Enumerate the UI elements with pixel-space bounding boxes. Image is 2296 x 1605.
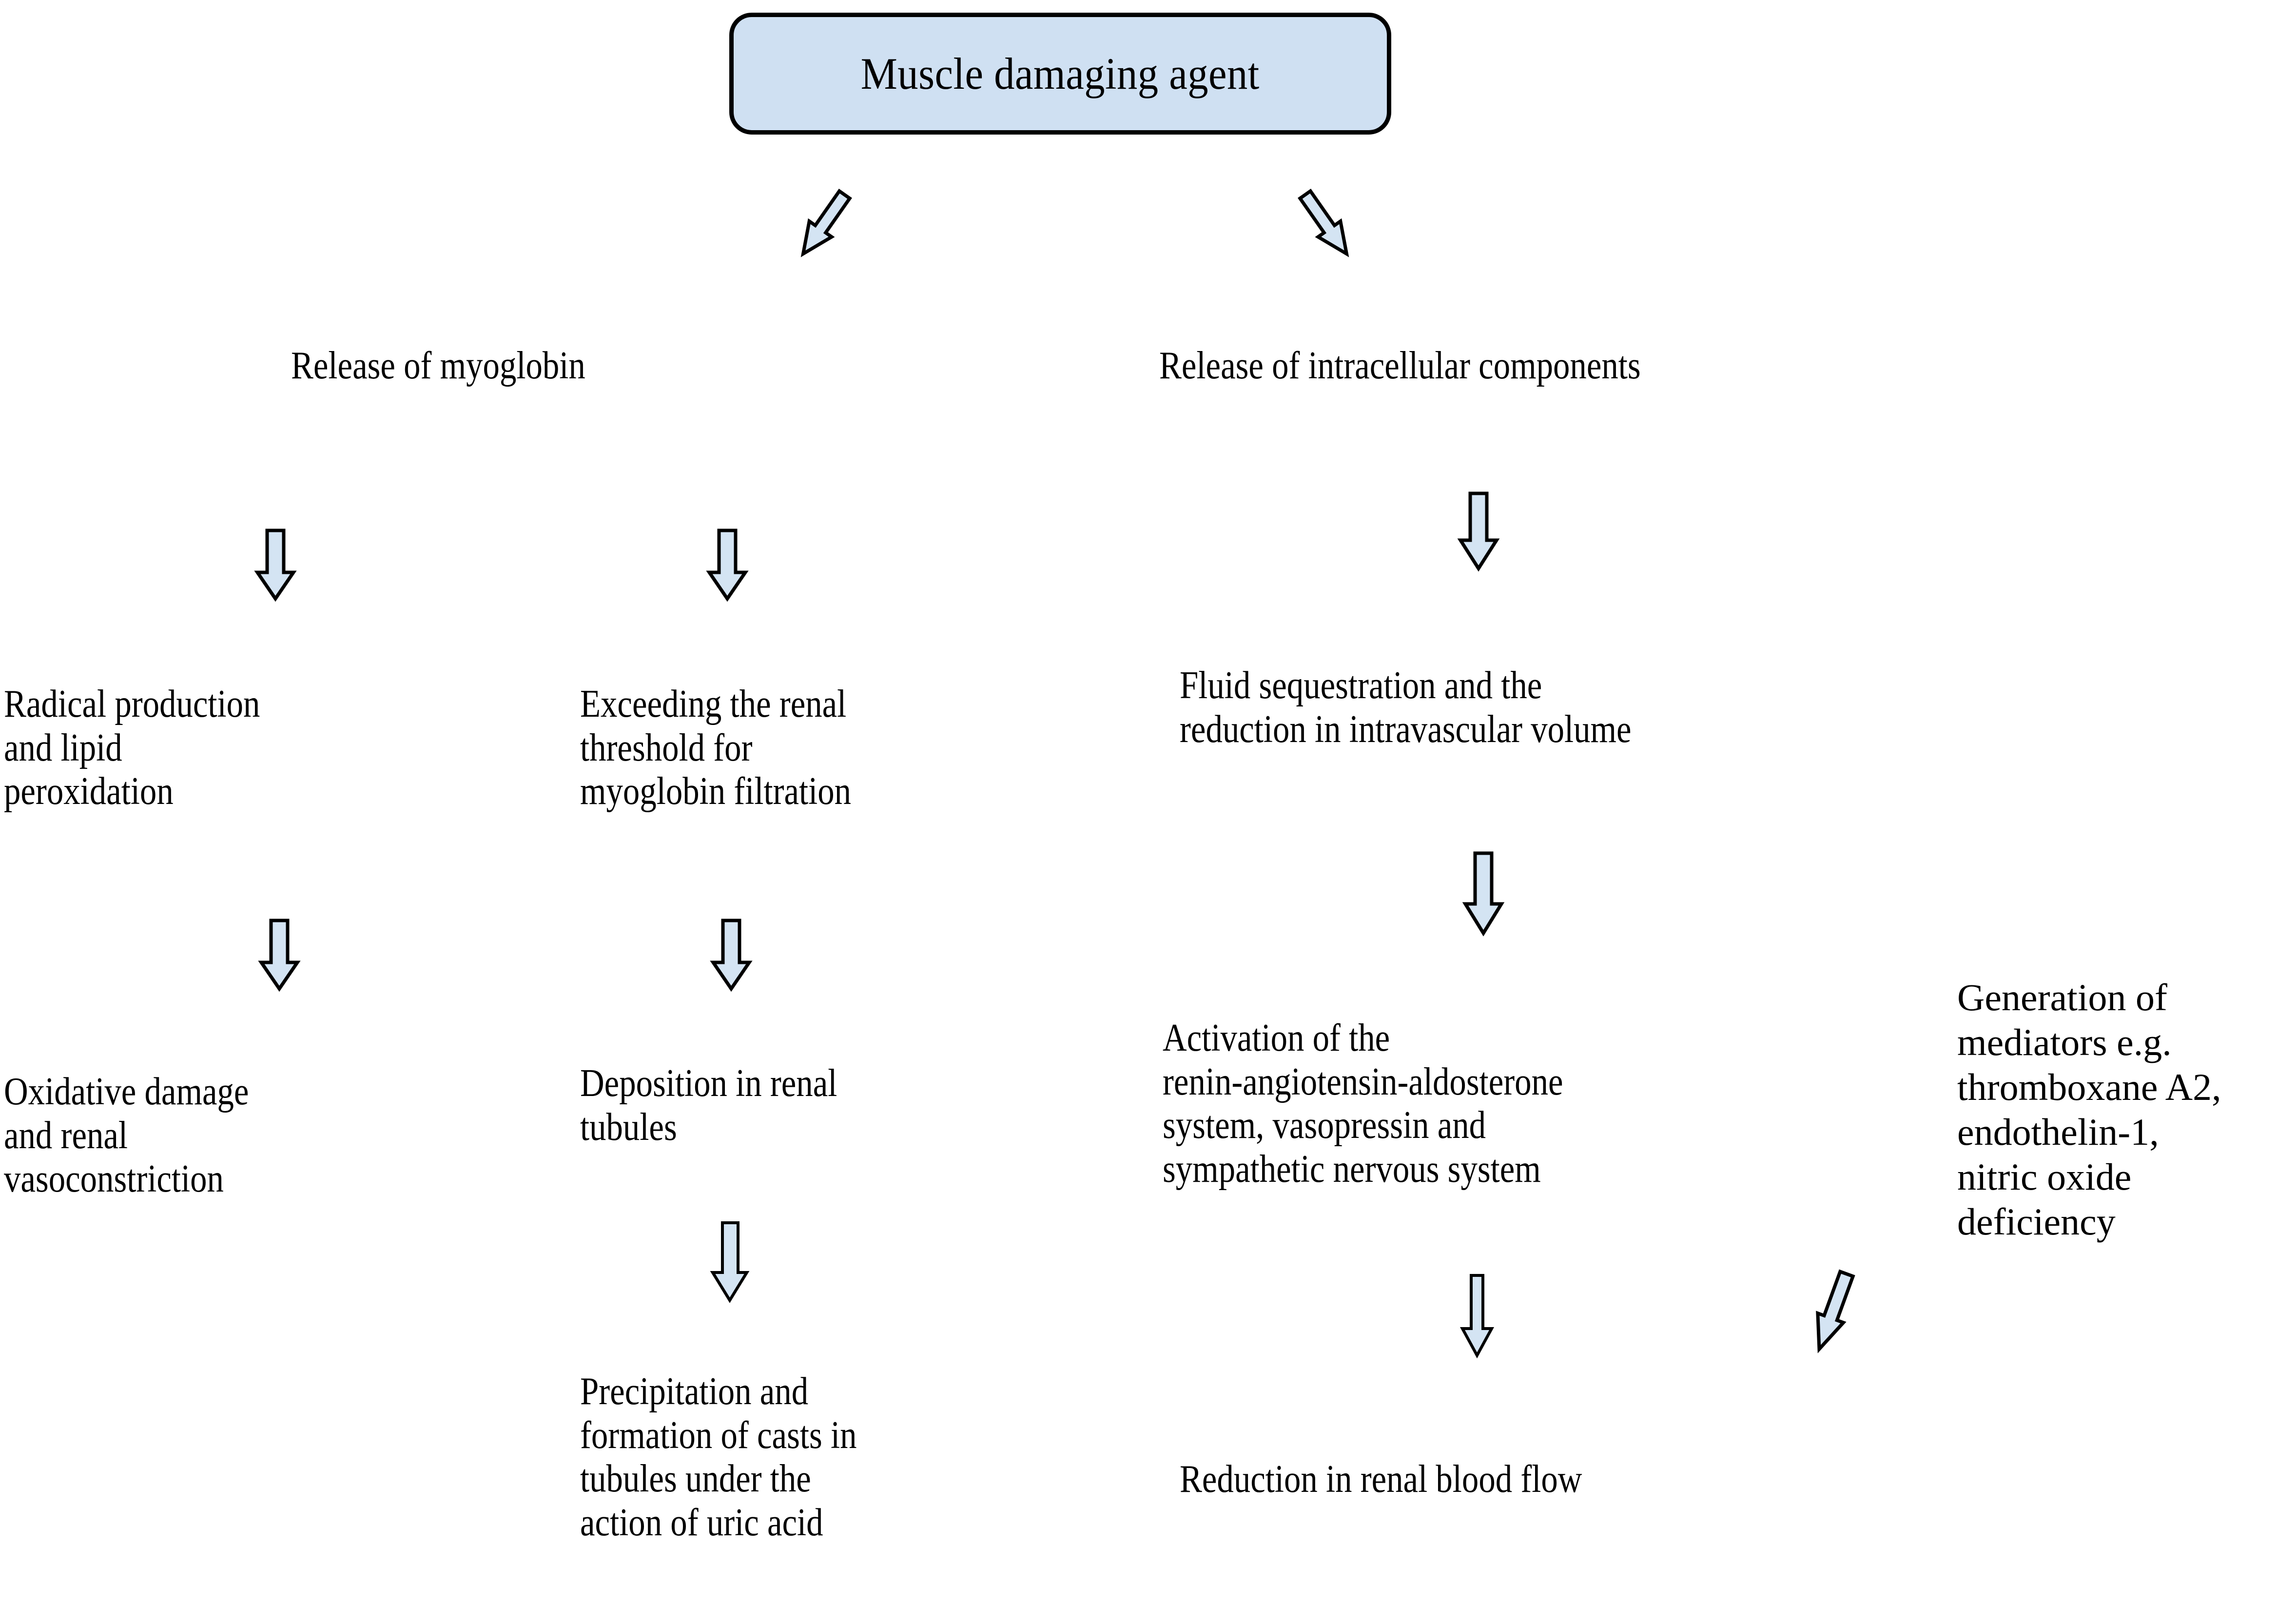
- arrow-down-icon-to-oxidative-damage: [257, 918, 301, 992]
- node-reduction-in-renal-blood-flow: Reduction in renal blood flow: [1180, 1458, 1582, 1501]
- node-fluid-sequestration: Fluid sequestration and the reduction in…: [1180, 664, 1632, 751]
- arrow-down-left-icon-to-reduction-in-renal-blood-flow: [1784, 1263, 1882, 1360]
- arrow-down-icon-to-radical-production: [253, 528, 297, 602]
- node-deposition-in-renal-tubules: Deposition in renal tubules: [580, 1062, 837, 1149]
- arrow-down-icon-to-reduction-in-renal-blood-flow: [1458, 1272, 1497, 1359]
- arrow-down-right-icon-to-release-of-intracellular-components: [1282, 180, 1370, 268]
- node-activation-of-raas: Activation of the renin-angiotensin-aldo…: [1163, 1017, 1563, 1191]
- arrow-down-left-icon-to-release-of-myoglobin: [780, 180, 868, 268]
- arrow-down-icon-to-precipitation-and-casts: [708, 1220, 752, 1303]
- node-exceeding-renal-threshold: Exceeding the renal threshold for myoglo…: [580, 683, 852, 813]
- node-label-muscle-damaging-agent: Muscle damaging agent: [860, 49, 1260, 98]
- node-radical-production: Radical production and lipid peroxidatio…: [4, 683, 260, 813]
- node-generation-of-mediators: Generation of mediators e.g. thromboxane…: [1957, 976, 2221, 1243]
- node-precipitation-and-casts: Precipitation and formation of casts in …: [580, 1370, 857, 1544]
- node-release-of-intracellular-components: Release of intracellular components: [1159, 344, 1641, 387]
- node-release-of-myoglobin: Release of myoglobin: [291, 344, 585, 387]
- node-oxidative-damage: Oxidative damage and renal vasoconstrict…: [4, 1070, 249, 1201]
- arrow-down-icon-to-activation-of-raas: [1461, 850, 1505, 937]
- arrow-down-icon-to-deposition-in-renal-tubules: [709, 918, 753, 992]
- node-muscle-damaging-agent: Muscle damaging agent: [729, 13, 1391, 135]
- arrow-down-icon-to-fluid-sequestration: [1457, 490, 1500, 572]
- arrow-down-icon-to-exceeding-renal-threshold: [705, 528, 749, 602]
